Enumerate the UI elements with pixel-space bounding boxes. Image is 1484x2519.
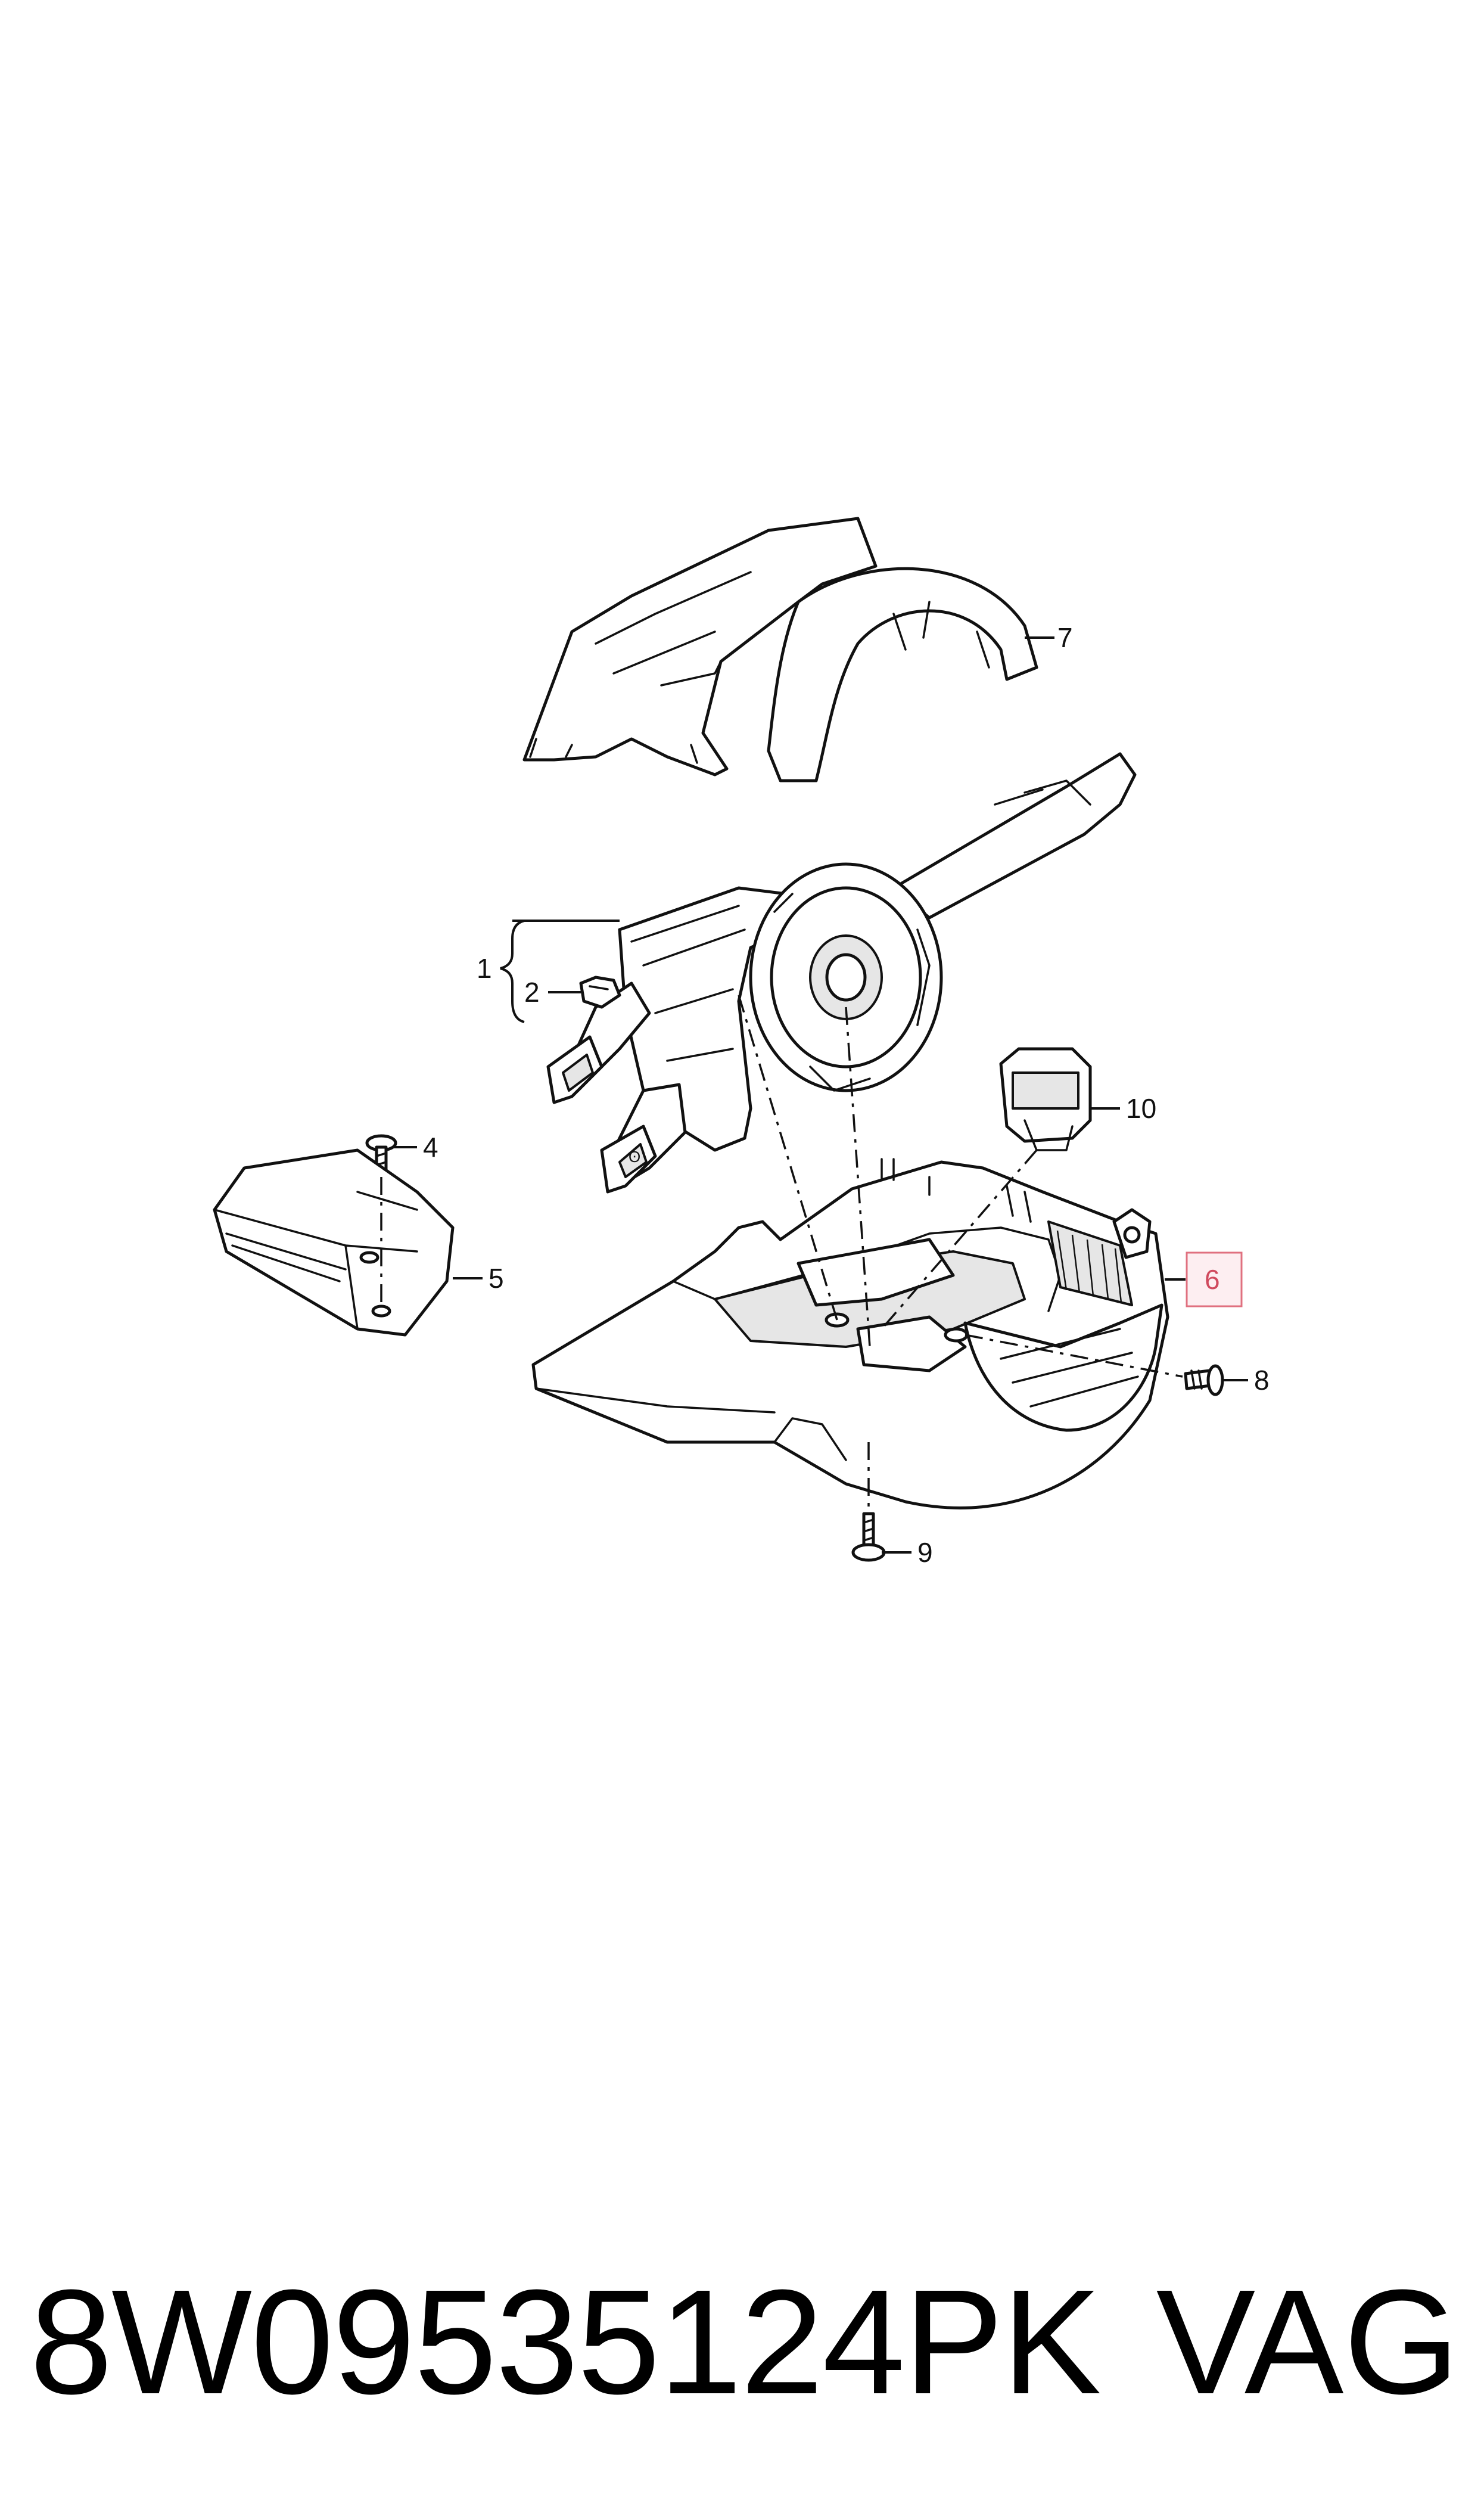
callout-6: 6 bbox=[1205, 1264, 1220, 1295]
callout-10: 10 bbox=[1126, 1093, 1156, 1124]
assembly-lines bbox=[380, 995, 1183, 1514]
part-number: 8W09535124PK bbox=[30, 2259, 1102, 2425]
footer: 8W09535124PK VAG bbox=[30, 2253, 1460, 2431]
part-10-connector bbox=[999, 1047, 1092, 1151]
part-1-steering-column-switch: ʘ bbox=[546, 752, 1137, 1194]
part-9-screw bbox=[851, 1512, 886, 1562]
callout-2: 2 bbox=[524, 977, 540, 1008]
leader-lines bbox=[393, 636, 1248, 1554]
svg-text:ʘ: ʘ bbox=[629, 1148, 640, 1166]
exploded-parts-diagram: ʘ bbox=[213, 517, 1270, 1568]
callout-6-highlight-box bbox=[1186, 1251, 1243, 1307]
callout-1: 1 bbox=[477, 953, 492, 984]
part-7-upper-column-trim bbox=[522, 517, 1038, 782]
part-6-lower-column-trim bbox=[531, 1158, 1169, 1509]
part-5-control-unit bbox=[213, 1148, 455, 1337]
callout-5: 5 bbox=[489, 1263, 504, 1294]
part-8-screw bbox=[1184, 1364, 1224, 1396]
part-2-clip bbox=[579, 976, 621, 1009]
callout-9: 9 bbox=[917, 1537, 933, 1568]
callout-8: 8 bbox=[1254, 1365, 1270, 1396]
callouts: 7 1 2 10 4 5 6 8 9 bbox=[423, 622, 1270, 1568]
callout-7: 7 bbox=[1057, 622, 1073, 653]
brand-name: VAG bbox=[1156, 2259, 1460, 2425]
callout-4: 4 bbox=[423, 1132, 438, 1163]
